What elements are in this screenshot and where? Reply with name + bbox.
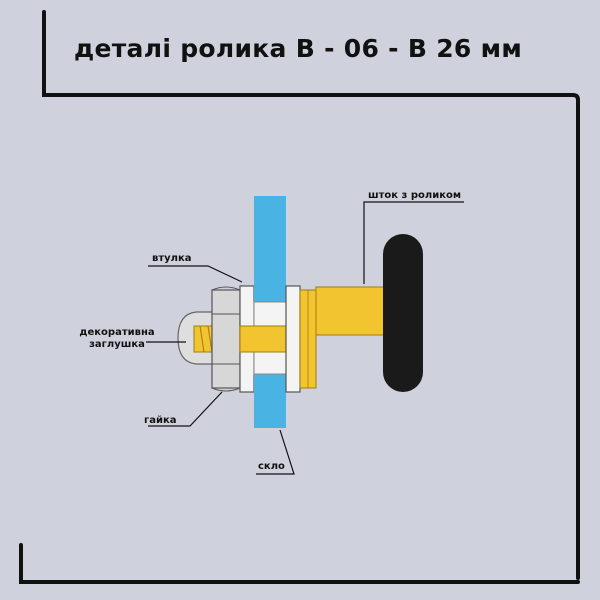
frame-top-bracket (42, 10, 580, 580)
frame-bottom-bracket (19, 543, 580, 584)
label-bushing: втулка (152, 253, 192, 264)
page-title: деталі ролика В - 06 - В 26 мм (74, 34, 523, 63)
roller-rod (315, 286, 387, 336)
leader-bushing (148, 265, 243, 283)
leader-rod (363, 201, 464, 284)
right-washer (285, 285, 301, 393)
leader-glass (256, 429, 295, 475)
label-decorative-cap-line1: декоративна (79, 327, 155, 338)
roller-wheel (383, 234, 423, 392)
leader-nut (148, 391, 223, 427)
nut-body (211, 286, 241, 392)
label-rod-with-roller: шток з роликом (368, 190, 462, 201)
label-nut: гайка (144, 415, 177, 426)
label-decorative-cap-line2: заглушка (89, 339, 145, 350)
label-glass: скло (258, 461, 285, 472)
